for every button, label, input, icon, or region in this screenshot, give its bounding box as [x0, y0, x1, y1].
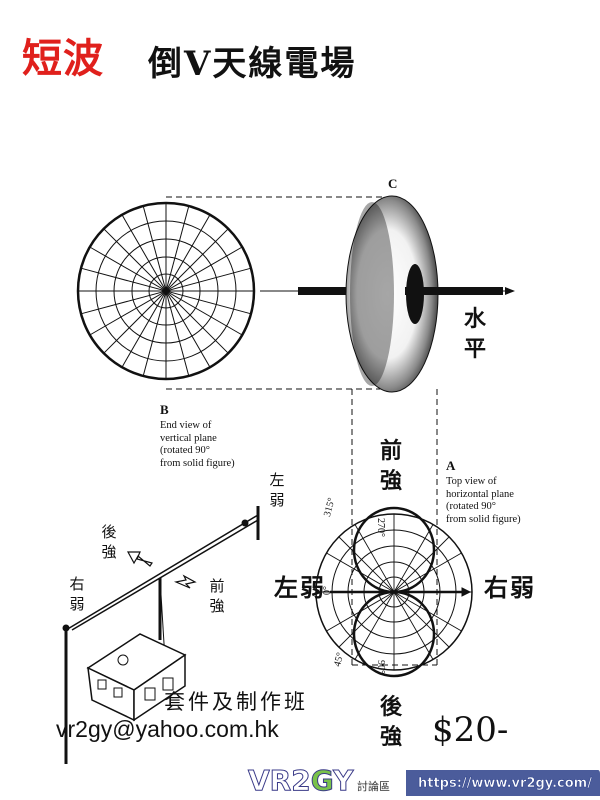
right-weak-label: 右弱 [484, 573, 536, 602]
page-title: 倒V天線電場 [148, 44, 357, 84]
price-label: $20- [432, 710, 509, 750]
back-strong-label: 後強 [379, 694, 402, 750]
label-a: A [446, 458, 456, 473]
top-view-polar-grid [315, 506, 473, 678]
url-banner [406, 770, 600, 796]
course-label: 套件及制作班 [164, 690, 308, 714]
donut-solid-figure [345, 195, 503, 393]
website-url[interactable]: https://www.vr2gy.com/ [418, 776, 592, 792]
left-weak-label: 左弱 [274, 573, 326, 602]
antenna-left-weak: 左弱 [269, 471, 285, 509]
label-c: C [388, 176, 398, 191]
top-view-caption: Top view of horizontal plane (rotated 90… [446, 476, 521, 525]
angle-0: 0° [322, 586, 333, 595]
forum-label: 討論區 [357, 780, 390, 793]
inverted-v-antenna-illustration [62, 506, 260, 785]
label-b: B [160, 402, 169, 417]
end-view-caption: End view of vertical plane (rotated 90° … [160, 420, 235, 469]
horizontal-label: 水平 [463, 306, 486, 362]
antenna-front-strong: 前強 [209, 577, 225, 615]
antenna-right-weak: 右弱 [69, 575, 85, 613]
title-red: 短波 [22, 36, 104, 82]
angle-270: 270° [375, 518, 386, 537]
contact-email[interactable]: vr2gy@yahoo.com.hk [56, 716, 279, 742]
front-strong-label: 前強 [379, 438, 402, 494]
antenna-back-strong: 後強 [101, 523, 117, 561]
angle-90: 90° [375, 660, 386, 674]
brand-logo: VR2GY [248, 764, 354, 798]
end-view-polar-grid [76, 201, 256, 381]
